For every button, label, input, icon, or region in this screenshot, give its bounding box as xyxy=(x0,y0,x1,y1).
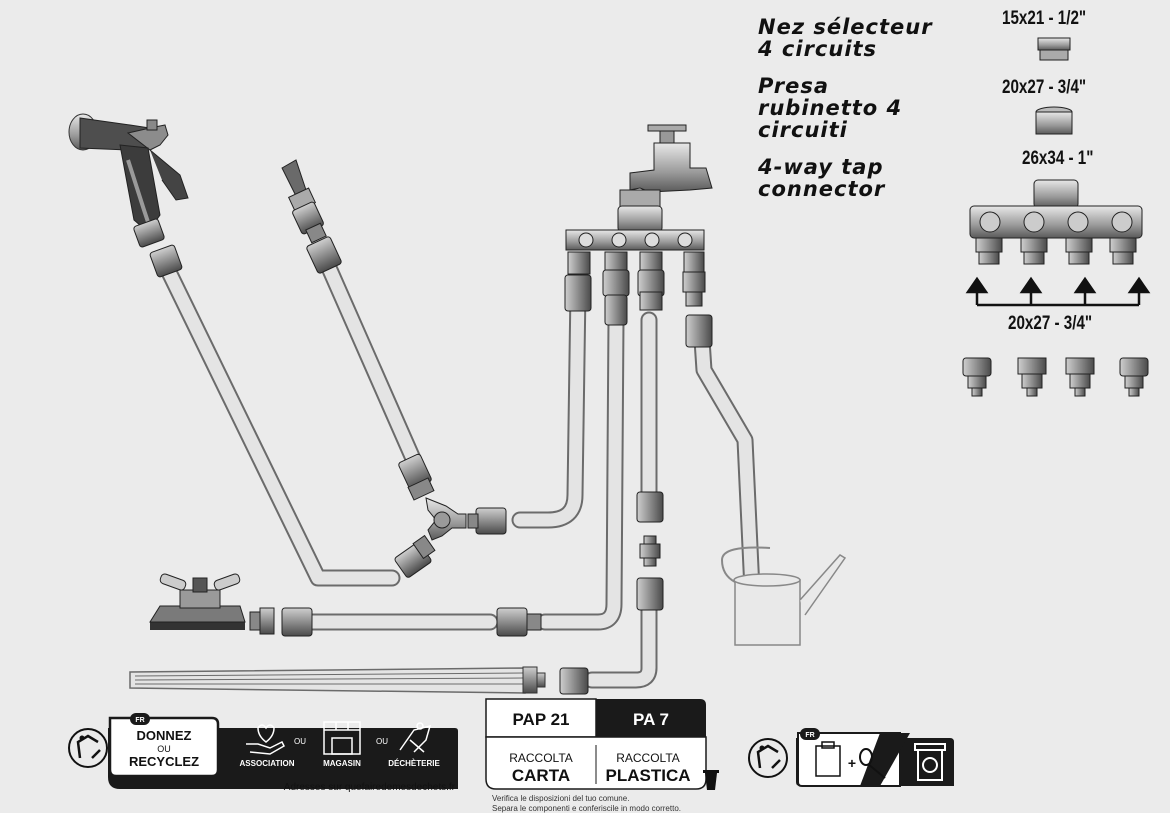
recyclez-label: RECYCLEZ xyxy=(129,754,199,769)
ou-separator-1: OU xyxy=(294,737,306,746)
note-1: Verifica le disposizioni del tuo comune. xyxy=(492,794,629,803)
size-inlet-2: 20x27 - 3/4" xyxy=(1002,77,1087,98)
size-inlet-3: 26x34 - 1" xyxy=(1022,148,1094,169)
ou-separator-2: OU xyxy=(376,737,388,746)
spray-gun-icon xyxy=(68,113,189,278)
mid-connector xyxy=(559,491,664,695)
four-way-connector xyxy=(564,205,713,348)
size-outlets: 20x27 - 3/4" xyxy=(1008,313,1093,334)
title-fr: Nez sélecteur 4 circuits xyxy=(758,16,933,60)
website-label: Adresses sur quefairedemesdechets.fr xyxy=(284,782,456,793)
title-it-line2: rubinetto 4 xyxy=(758,96,903,120)
adapter-parts xyxy=(962,37,1151,397)
coupler-group xyxy=(394,453,507,578)
size-inlet-1: 15x21 - 1/2" xyxy=(1002,8,1087,29)
code-paper: PAP 21 xyxy=(512,710,569,729)
shop-icon xyxy=(323,721,361,755)
title-en-line2: connector xyxy=(758,177,886,201)
raccolta-1: RACCOLTA xyxy=(509,751,573,765)
tap-icon xyxy=(619,124,713,209)
box-icon xyxy=(815,741,841,777)
fr-badge-2: FR xyxy=(805,732,814,739)
waste-center-icon xyxy=(399,722,432,753)
recycle-icon xyxy=(68,728,108,768)
donnez-label: DONNEZ xyxy=(137,728,192,743)
triman2-panel: FR + xyxy=(796,728,954,787)
title-fr-line1: Nez sélecteur xyxy=(758,15,933,39)
soaker-hose xyxy=(129,666,546,694)
association-label: ASSOCIATION xyxy=(240,759,295,768)
magasin-label: MAGASIN xyxy=(323,759,361,768)
ou-label: OU xyxy=(157,744,171,754)
watering-can-icon xyxy=(720,546,847,646)
title-en: 4-way tap connector xyxy=(758,156,885,200)
arrow-up-icon xyxy=(965,276,1151,307)
hose-icon xyxy=(859,748,886,779)
manifold xyxy=(969,205,1143,265)
bin-icon xyxy=(914,743,946,781)
material-plastica: PLASTICA xyxy=(606,766,691,785)
hose-group xyxy=(159,261,761,689)
adapter-one-inch xyxy=(1033,179,1079,209)
fr-badge: FR xyxy=(135,717,144,724)
title-it: Presa rubinetto 4 circuiti xyxy=(758,75,902,141)
trash-bin-icon xyxy=(703,770,719,790)
title-it-line1: Presa xyxy=(758,74,830,98)
adapter-three-quarter xyxy=(1035,106,1073,135)
italy-label: PAP 21 PA 7 RACCOLTA CARTA RACCOLTA PLAS… xyxy=(485,698,719,813)
title-it-line3: circuiti xyxy=(758,118,848,142)
plus-label: + xyxy=(848,755,856,771)
adapter-half-inch xyxy=(1037,37,1071,61)
code-plastic: PA 7 xyxy=(633,710,669,729)
heart-hand-icon xyxy=(246,724,285,755)
nozzle-icon xyxy=(281,159,342,274)
note-2: Separa le componenti e conferiscile in m… xyxy=(492,804,681,813)
y-connector-icon xyxy=(425,497,467,541)
title-en-line1: 4-way tap xyxy=(758,155,884,179)
sprinkler-icon xyxy=(149,573,542,637)
triman-text: DONNEZ OU RECYCLEZ FR ASSOCIATION OU MAG… xyxy=(129,717,456,793)
title-fr-line2: 4 circuits xyxy=(758,37,878,61)
recycle-icon-2 xyxy=(748,738,788,778)
raccolta-2: RACCOLTA xyxy=(616,751,680,765)
decheterie-label: DÉCHÈTERIE xyxy=(388,759,440,768)
donnez-panel xyxy=(108,713,458,789)
material-carta: CARTA xyxy=(512,766,570,785)
